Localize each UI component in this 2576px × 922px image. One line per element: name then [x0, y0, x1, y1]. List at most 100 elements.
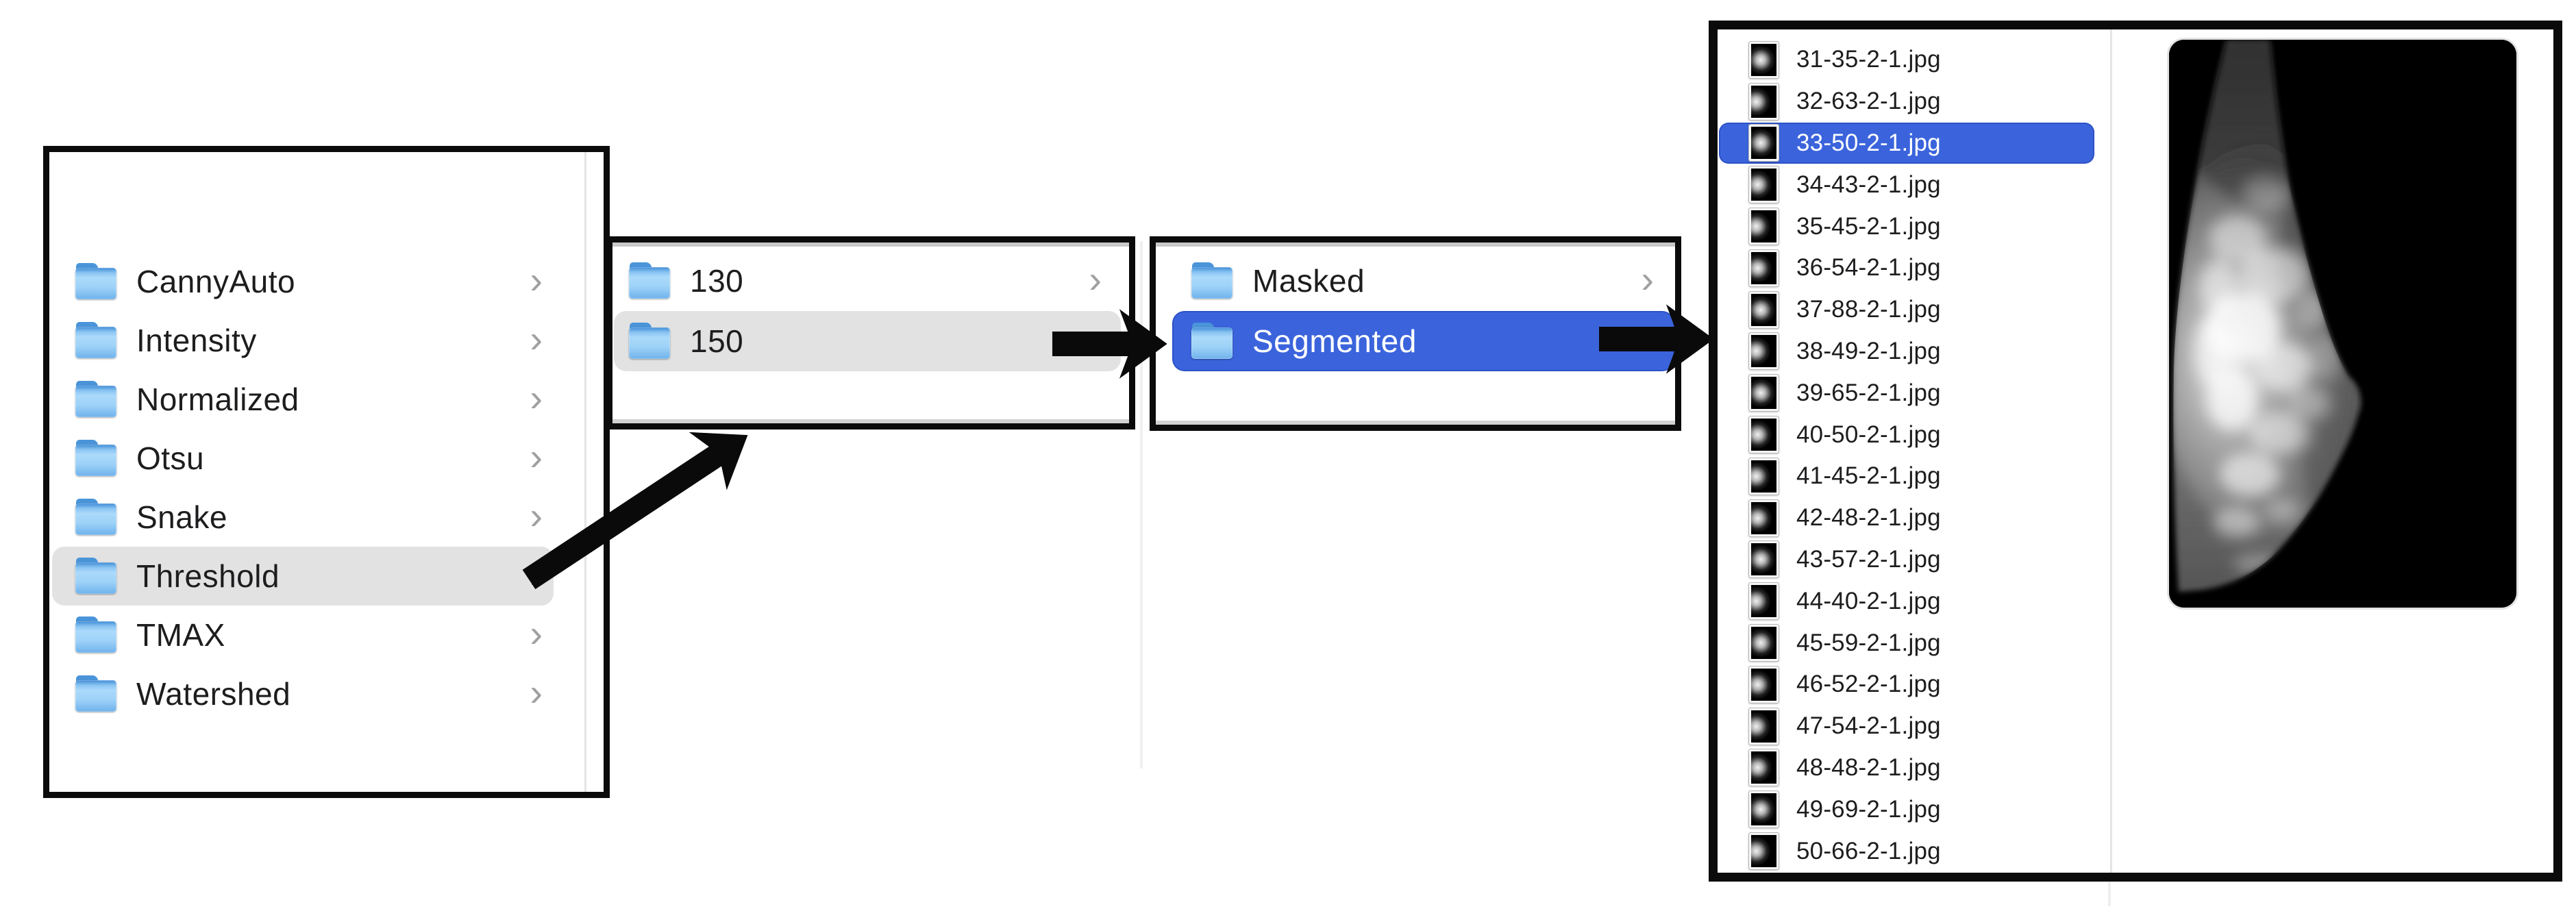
mammogram-thumbnail-icon: [1748, 166, 1779, 204]
mammogram-thumbnail-icon: [1748, 582, 1779, 621]
preview-pane: [2169, 40, 2516, 608]
file-row[interactable]: 50-66-2-1.jpg: [1719, 830, 2094, 872]
folder-row[interactable]: Segmented ›: [1172, 311, 1674, 371]
chevron-right-icon: ›: [530, 493, 543, 537]
folder-list-methods: CannyAuto › Intensity › Normalized ›: [52, 252, 554, 723]
folder-icon: [75, 381, 118, 418]
file-row[interactable]: 48-48-2-1.jpg: [1719, 747, 2094, 789]
file-row[interactable]: 47-54-2-1.jpg: [1719, 706, 2094, 747]
mammogram-thumbnail-icon: [1748, 749, 1779, 787]
folder-name: Threshold: [136, 558, 280, 594]
folder-row[interactable]: Watershed ›: [52, 664, 554, 723]
folder-icon: [75, 499, 118, 536]
mammogram-thumbnail-icon: [1748, 208, 1779, 246]
folder-icon: [1191, 323, 1234, 360]
file-name: 37-88-2-1.jpg: [1796, 296, 1941, 323]
mammogram-thumbnail-icon: [1748, 540, 1779, 579]
folder-name: Intensity: [136, 323, 257, 358]
file-row[interactable]: 40-50-2-1.jpg: [1719, 414, 2094, 456]
file-row[interactable]: 41-45-2-1.jpg: [1719, 456, 2094, 497]
file-row[interactable]: 39-65-2-1.jpg: [1719, 372, 2094, 414]
chevron-right-icon: ›: [1641, 317, 1654, 361]
chevron-right-icon: ›: [1089, 257, 1102, 301]
mammogram-thumbnail-icon: [1748, 624, 1779, 662]
file-row[interactable]: 32-63-2-1.jpg: [1719, 81, 2094, 123]
mammogram-thumbnail-icon: [1748, 124, 1779, 162]
file-row[interactable]: 46-52-2-1.jpg: [1719, 664, 2094, 706]
file-name: 38-49-2-1.jpg: [1796, 337, 1941, 364]
folder-row[interactable]: Otsu ›: [52, 429, 554, 488]
mammogram-thumbnail-icon: [1748, 499, 1779, 537]
chevron-right-icon: ›: [530, 552, 543, 596]
chevron-right-icon: ›: [1641, 257, 1654, 301]
folder-icon: [75, 558, 118, 595]
file-row[interactable]: 37-88-2-1.jpg: [1719, 289, 2094, 331]
folder-row[interactable]: Intensity ›: [52, 311, 554, 370]
folder-row[interactable]: Masked ›: [1172, 251, 1674, 311]
file-row[interactable]: 45-59-2-1.jpg: [1719, 622, 2094, 664]
mammogram-thumbnail-icon: [1748, 82, 1779, 121]
folder-row[interactable]: Snake ›: [52, 488, 554, 547]
folder-icon: [1191, 262, 1234, 299]
folder-row[interactable]: Threshold ›: [52, 547, 554, 606]
chevron-right-icon: ›: [530, 434, 543, 478]
folder-row[interactable]: CannyAuto ›: [52, 252, 554, 311]
file-row[interactable]: 36-54-2-1.jpg: [1719, 247, 2094, 289]
folder-name: 150: [690, 323, 744, 359]
mammogram-thumbnail-icon: [1748, 416, 1779, 454]
file-name: 40-50-2-1.jpg: [1796, 421, 1941, 448]
folder-row[interactable]: TMAX ›: [52, 606, 554, 664]
chevron-right-icon: ›: [530, 316, 543, 360]
chevron-right-icon: ›: [530, 375, 543, 419]
file-name: 49-69-2-1.jpg: [1796, 795, 1941, 823]
chevron-right-icon: ›: [1089, 317, 1102, 361]
folder-name: Otsu: [136, 440, 205, 476]
file-row[interactable]: 44-40-2-1.jpg: [1719, 580, 2094, 622]
folder-icon: [75, 322, 118, 359]
finder-panel-files: 31-35-2-1.jpg 32-63-2-1.jpg 33-50-2-1.jp…: [1709, 21, 2562, 882]
mammogram-thumbnail-icon: [1748, 457, 1779, 495]
file-name: 33-50-2-1.jpg: [1796, 129, 1941, 156]
finder-panel-methods: CannyAuto › Intensity › Normalized ›: [43, 146, 610, 798]
file-name: 42-48-2-1.jpg: [1796, 504, 1941, 532]
folder-icon: [75, 440, 118, 477]
folder-icon: [75, 675, 118, 712]
file-row[interactable]: 33-50-2-1.jpg: [1719, 122, 2094, 164]
folder-icon: [629, 323, 671, 360]
mammogram-thumbnail-icon: [1748, 832, 1779, 871]
file-name: 35-45-2-1.jpg: [1796, 212, 1941, 240]
file-row[interactable]: 38-49-2-1.jpg: [1719, 331, 2094, 373]
file-row[interactable]: 49-69-2-1.jpg: [1719, 788, 2094, 830]
mammogram-thumbnail-icon: [1748, 790, 1779, 829]
file-row[interactable]: 43-57-2-1.jpg: [1719, 539, 2094, 581]
chevron-right-icon: ›: [530, 611, 543, 655]
mammogram-thumbnail-icon: [1748, 707, 1779, 745]
file-list: 31-35-2-1.jpg 32-63-2-1.jpg 33-50-2-1.jp…: [1719, 39, 2094, 872]
file-row[interactable]: 31-35-2-1.jpg: [1719, 39, 2094, 81]
file-row[interactable]: 42-48-2-1.jpg: [1719, 497, 2094, 539]
folder-row[interactable]: 130 ›: [614, 251, 1121, 311]
column-divider: [584, 152, 586, 792]
folder-name: Masked: [1252, 263, 1365, 299]
mammogram-thumbnail-icon: [1748, 665, 1779, 703]
folder-row[interactable]: 150 ›: [614, 311, 1121, 371]
folder-name: Watershed: [136, 676, 291, 712]
folder-row[interactable]: Normalized ›: [52, 370, 554, 429]
file-row[interactable]: 34-43-2-1.jpg: [1719, 164, 2094, 205]
chevron-right-icon: ›: [530, 670, 543, 714]
file-name: 32-63-2-1.jpg: [1796, 88, 1941, 115]
folder-name: Segmented: [1252, 323, 1417, 359]
mammogram-preview-image: [2169, 40, 2516, 608]
file-name: 50-66-2-1.jpg: [1796, 837, 1941, 864]
file-name: 43-57-2-1.jpg: [1796, 545, 1941, 573]
folder-icon: [75, 616, 118, 653]
folder-list-values: 130 › 150 ›: [614, 251, 1121, 371]
folder-icon: [75, 263, 118, 300]
file-name: 39-65-2-1.jpg: [1796, 379, 1941, 406]
folder-name: Normalized: [136, 382, 299, 417]
mammogram-thumbnail-icon: [1748, 290, 1779, 329]
finder-panel-threshold-values: 130 › 150 ›: [606, 236, 1135, 429]
file-row[interactable]: 35-45-2-1.jpg: [1719, 205, 2094, 247]
file-name: 31-35-2-1.jpg: [1796, 46, 1941, 73]
folder-name: CannyAuto: [136, 264, 296, 299]
